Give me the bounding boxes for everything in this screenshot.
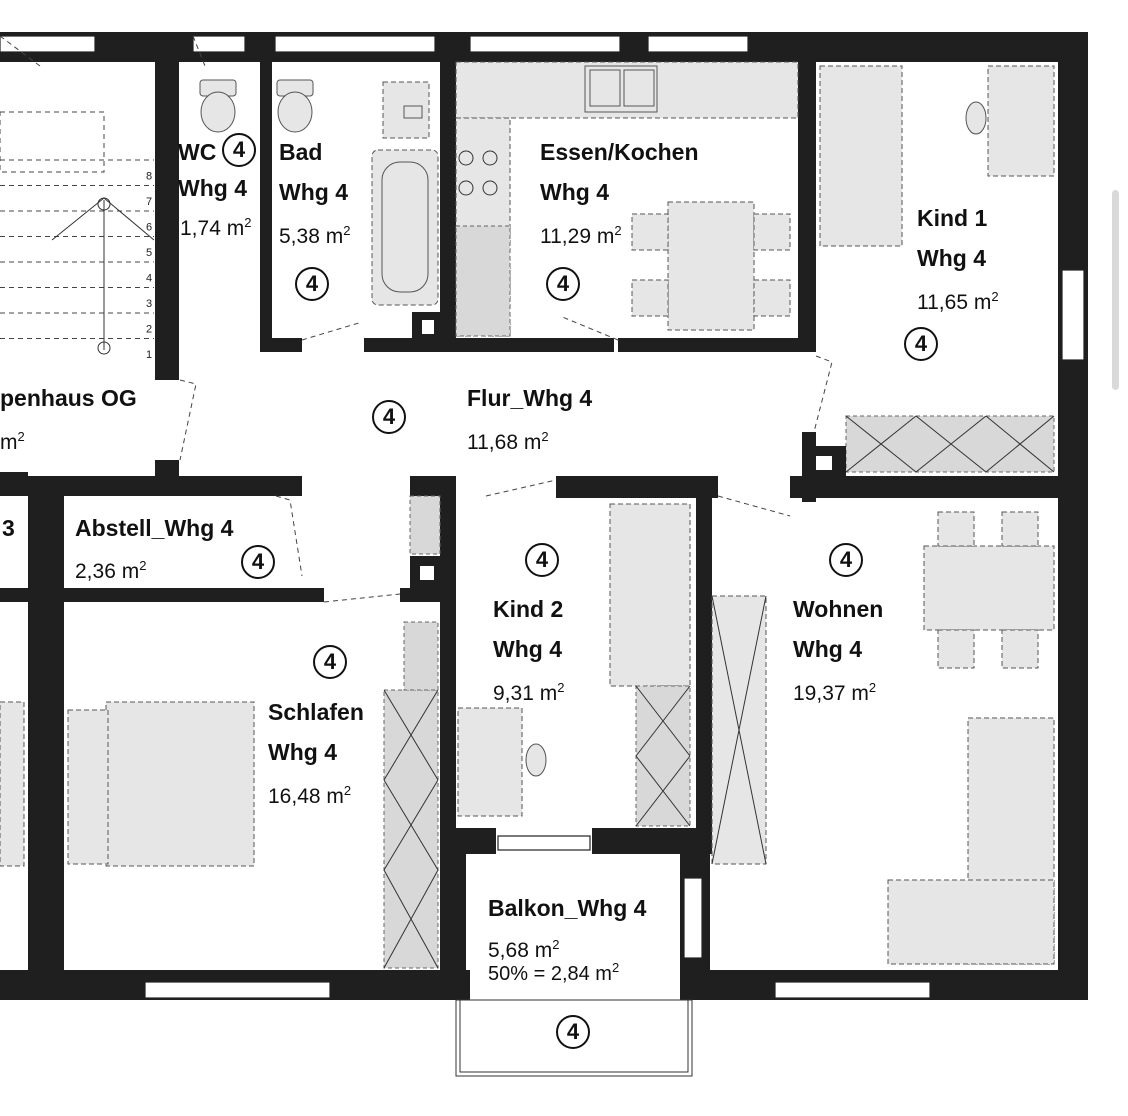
kind2-name: Kind 2 xyxy=(493,596,564,622)
stair-step-number: 5 xyxy=(146,247,152,259)
bad-name: Bad xyxy=(279,139,323,165)
balcony xyxy=(455,999,693,1077)
flur-name: Flur_Whg 4 xyxy=(467,385,593,411)
door-swings xyxy=(0,35,833,603)
schlafen-unit: Whg 4 xyxy=(268,739,337,765)
abstell-name: Abstell_Whg 4 xyxy=(75,515,234,541)
stair-step-number: 6 xyxy=(146,222,152,234)
wohnen-unit: Whg 4 xyxy=(793,636,862,662)
essen-marker: 4 xyxy=(546,267,580,301)
essen-name: Essen/Kochen xyxy=(540,139,699,165)
kind1-area: 11,65 m2 xyxy=(917,289,999,314)
stair-step-number: 8 xyxy=(146,171,152,183)
stair-step-number: 3 xyxy=(146,298,152,310)
fixtures xyxy=(0,61,1055,969)
kind2-unit: Whg 4 xyxy=(493,636,562,662)
kind1-marker: 4 xyxy=(904,327,938,361)
schlafen-name: Schlafen xyxy=(268,699,364,725)
stair-step-number: 1 xyxy=(146,349,152,361)
schlafen-area: 16,48 m2 xyxy=(268,783,352,808)
treppenhaus-area: m2 xyxy=(0,429,25,454)
wc-name: WC xyxy=(178,139,217,165)
essen-area: 11,29 m2 xyxy=(540,223,622,248)
stair-step-number: 2 xyxy=(146,324,152,336)
balkon-name: Balkon_Whg 4 xyxy=(488,895,647,921)
wohnen-name: Wohnen xyxy=(793,596,884,622)
abstell-marker: 4 xyxy=(241,545,275,579)
windows xyxy=(0,35,1085,999)
scrollbar[interactable] xyxy=(1112,190,1119,390)
wohnen-area: 19,37 m2 xyxy=(793,680,877,705)
treppenhaus-name: penhaus OG xyxy=(0,385,137,411)
wc-marker: 4 xyxy=(222,133,256,167)
stair-step-number: 7 xyxy=(146,196,152,208)
bad-unit: Whg 4 xyxy=(279,179,348,205)
kind2-marker: 4 xyxy=(525,543,559,577)
kind1-name: Kind 1 xyxy=(917,205,988,231)
kind1-unit: Whg 4 xyxy=(917,245,986,271)
balkon-area: 5,68 m2 xyxy=(488,937,560,962)
stair-step-number: 4 xyxy=(146,273,152,285)
kind2-area: 9,31 m2 xyxy=(493,680,565,705)
essen-unit: Whg 4 xyxy=(540,179,609,205)
balkon-marker: 4 xyxy=(556,1015,590,1049)
abstell-area: 2,36 m2 xyxy=(75,558,147,583)
wc-unit: Whg 4 xyxy=(178,175,247,201)
bad-marker: 4 xyxy=(295,267,329,301)
neighbor-unit-label: 3 xyxy=(2,515,15,541)
wohnen-marker: 4 xyxy=(829,543,863,577)
bad-area: 5,38 m2 xyxy=(279,223,351,248)
wc-area: 1,74 m2 xyxy=(180,215,252,240)
flur-area: 11,68 m2 xyxy=(467,429,549,454)
walls xyxy=(0,32,1088,1000)
schlafen-marker: 4 xyxy=(313,645,347,679)
flur-marker: 4 xyxy=(372,400,406,434)
balkon-area-reduced: 50% = 2,84 m2 xyxy=(488,960,620,985)
staircase: 8 7 6 5 4 3 2 1 xyxy=(0,111,155,361)
